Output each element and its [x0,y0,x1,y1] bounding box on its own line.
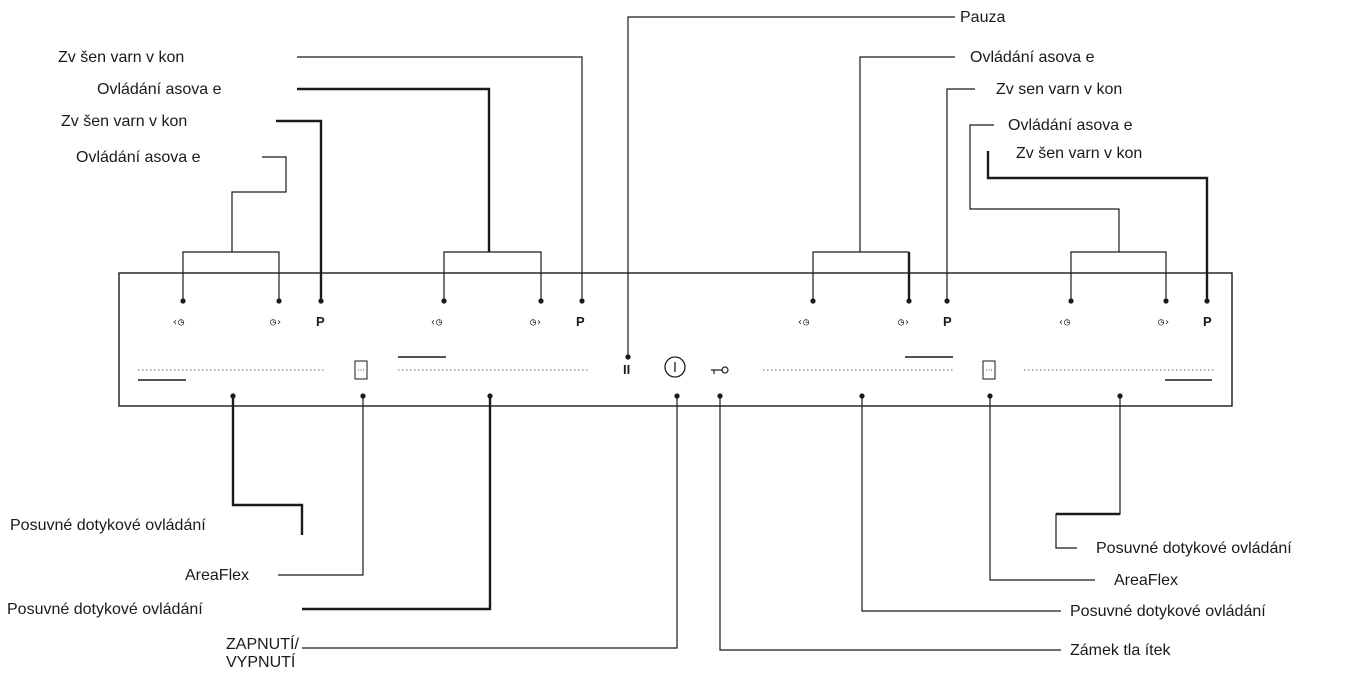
connection-dots [180,298,1210,399]
timer-increase-icon[interactable]: ◷› [530,317,542,328]
label-areaflex-left: AreaFlex [185,567,249,584]
label-timer-left-4: Ovládání asova e [76,149,201,166]
top-leader-lines [182,16,1209,357]
zone-1-controls: ‹◷ ◷› P [138,314,325,381]
label-onoff-line2: VYPNUTÍ [226,652,296,671]
label-timer-right-3: Ovládání asova e [1008,117,1133,134]
key-lock-icon[interactable] [711,366,729,374]
boost-icon[interactable]: P [1203,314,1212,329]
label-timer-left-2: Ovládání asova e [97,81,222,98]
timer-decrease-icon[interactable]: ‹◷ [1058,317,1071,328]
zone-2-controls: ‹◷ ◷› P [398,314,590,371]
label-boost-right-2: Zv sen varn v kon [996,81,1122,98]
label-slider-left-1: Posuvné dotykové ovládání [10,517,206,534]
timer-decrease-icon[interactable]: ‹◷ [797,317,810,328]
label-key-lock: Zámek tla ítek [1070,642,1171,659]
boost-icon[interactable]: P [943,314,952,329]
label-onoff-line1: ZAPNUTÍ/ [226,634,299,653]
label-pause: Pauza [960,9,1005,26]
timer-decrease-icon[interactable]: ‹◷ [172,317,185,328]
timer-increase-icon[interactable]: ◷› [1158,317,1170,328]
label-areaflex-right: AreaFlex [1114,572,1178,589]
label-boost-left-3: Zv šen varn v kon [61,113,187,130]
bottom-leader-lines [231,396,1121,651]
pause-icon[interactable]: II [623,362,630,377]
boost-icon[interactable]: P [316,314,325,329]
label-timer-right-1: Ovládání asova e [970,49,1095,66]
timer-decrease-icon[interactable]: ‹◷ [430,317,443,328]
areaflex-left-icon[interactable] [354,360,368,380]
label-slider-right-1: Posuvné dotykové ovládání [1096,540,1292,557]
label-boost-left-1: Zv šen varn v kon [58,49,184,66]
areaflex-right-icon[interactable] [982,360,996,380]
timer-increase-icon[interactable]: ◷› [898,317,910,328]
zone-3-controls: ‹◷ ◷› P [763,314,955,371]
label-boost-right-4: Zv šen varn v kon [1016,145,1142,162]
zone-4-controls: ‹◷ ◷› P [1024,314,1215,381]
label-slider-right-2: Posuvné dotykové ovládání [1070,603,1266,620]
label-slider-left-2: Posuvné dotykové ovládání [7,601,203,618]
power-icon[interactable] [664,356,686,378]
timer-increase-icon[interactable]: ◷› [270,317,282,328]
boost-icon[interactable]: P [576,314,585,329]
control-panel [118,272,1233,407]
